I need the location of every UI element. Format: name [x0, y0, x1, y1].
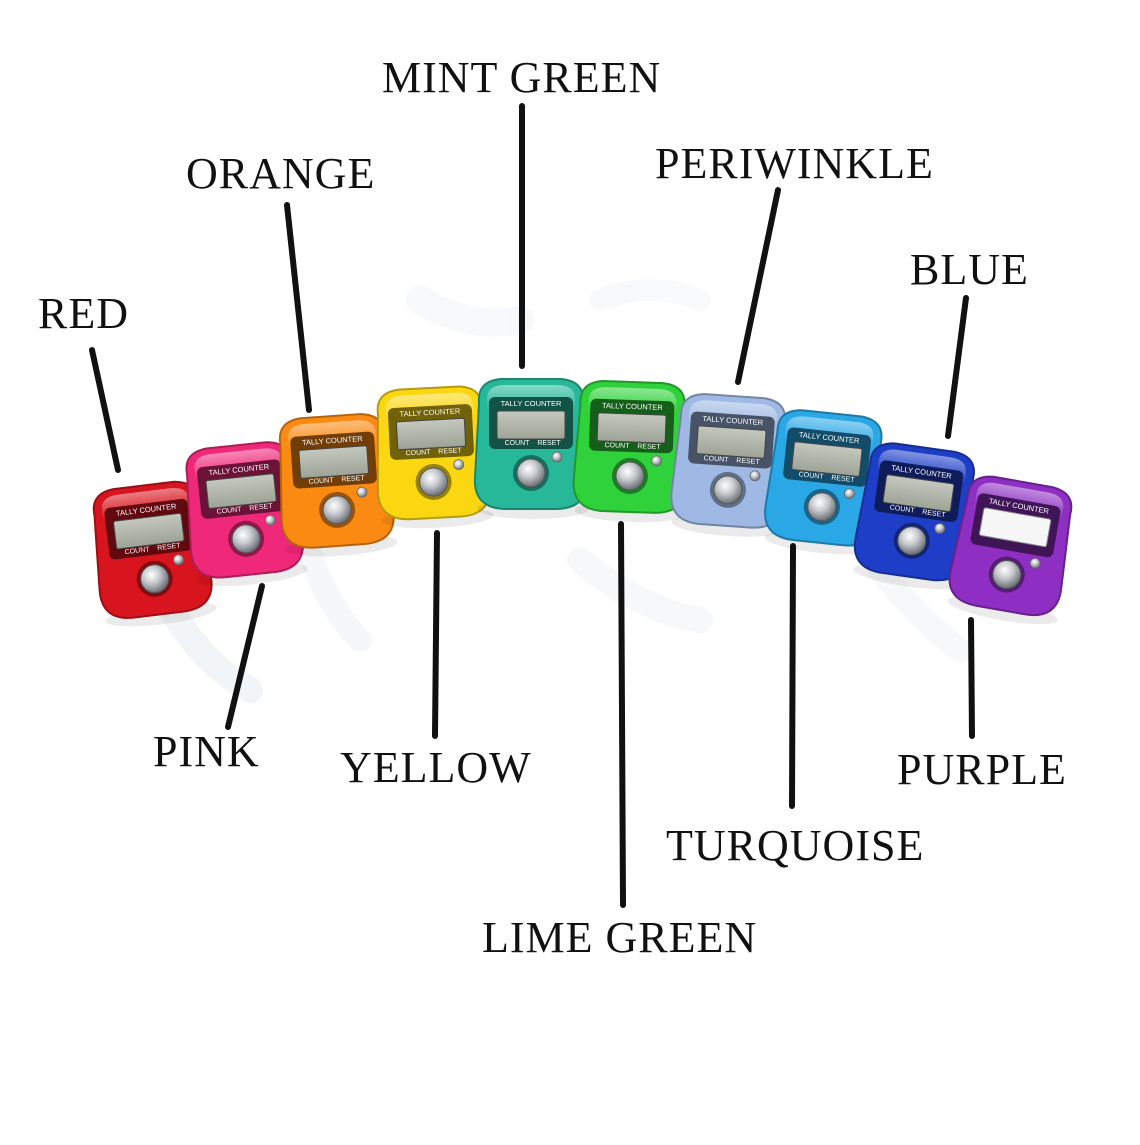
reset-text: RESET	[157, 542, 182, 552]
count-text: COUNT	[308, 477, 334, 486]
leader-line-periwinkle	[735, 187, 781, 385]
reset-text: RESET	[831, 475, 856, 484]
count-button	[897, 526, 927, 556]
reset-text: RESET	[438, 447, 462, 455]
reset-text: RESET	[341, 475, 365, 484]
brand-text: TALLY COUNTER	[302, 434, 364, 447]
reset-text: RESET	[736, 457, 760, 466]
label-orange: ORANGE	[186, 149, 376, 198]
lcd-screen	[395, 417, 467, 451]
leader-line-red	[89, 347, 121, 473]
brand-text: TALLY COUNTER	[602, 401, 664, 412]
count-text: COUNT	[124, 546, 150, 556]
count-button	[140, 564, 170, 594]
count-text: COUNT	[405, 449, 431, 457]
count-text: COUNT	[703, 455, 729, 464]
count-text: COUNT	[798, 471, 824, 481]
count-text: COUNT	[889, 504, 915, 514]
lcd-screen	[882, 474, 955, 513]
reset-button	[749, 470, 761, 482]
reset-button	[651, 455, 662, 467]
label-periwinkle: PERIWINKLE	[655, 139, 934, 188]
count-button	[419, 467, 449, 497]
reset-text: RESET	[249, 503, 274, 512]
count-button	[231, 524, 261, 554]
reset-text: RESET	[537, 440, 561, 447]
lcd-screen	[695, 425, 767, 459]
counter-lime-green: TALLY COUNTER COUNT RESET	[572, 379, 687, 523]
lcd-screen	[979, 507, 1052, 548]
label-red: RED	[38, 289, 129, 338]
counter-purple: TALLY COUNTER	[947, 475, 1073, 625]
count-button	[322, 495, 352, 525]
lcd-screen	[113, 512, 185, 550]
reset-button	[934, 523, 946, 534]
count-button	[615, 461, 645, 491]
count-button	[807, 492, 837, 522]
label-turquoise: TURQUOISE	[666, 821, 925, 870]
lcd-screen	[596, 412, 667, 444]
count-button	[713, 475, 743, 505]
leader-line-purple	[968, 617, 975, 739]
count-button	[516, 458, 546, 488]
reset-button	[1029, 557, 1041, 569]
lcd-screen	[791, 441, 863, 477]
label-mint-green: MINT GREEN	[382, 53, 662, 102]
counter-periwinkle: TALLY COUNTER COUNT RESET	[670, 393, 787, 537]
label-lime-green: LIME GREEN	[482, 913, 758, 962]
count-text: COUNT	[604, 442, 630, 450]
reset-text: RESET	[922, 509, 947, 519]
counter-mint-green: TALLY COUNTER COUNT RESET	[473, 378, 589, 519]
brand-text: TALLY COUNTER	[702, 414, 764, 427]
leader-line-orange	[284, 202, 312, 413]
label-yellow: YELLOW	[340, 743, 532, 792]
lcd-screen	[298, 445, 370, 479]
count-text: COUNT	[216, 506, 242, 516]
leader-line-pink	[225, 583, 265, 730]
brand-text: TALLY COUNTER	[501, 399, 562, 408]
leader-lines	[89, 103, 975, 908]
lcd-screen	[205, 473, 277, 509]
label-blue: BLUE	[910, 245, 1029, 294]
leader-line-yellow	[432, 530, 440, 739]
reset-text: RESET	[637, 443, 661, 451]
counter-yellow: TALLY COUNTER COUNT RESET	[376, 385, 494, 529]
count-button	[992, 560, 1022, 590]
reset-button	[453, 459, 465, 471]
leader-line-turquoise	[789, 543, 796, 809]
lcd-screen	[496, 410, 566, 440]
leader-line-blue	[945, 295, 969, 439]
reset-button	[264, 514, 276, 526]
reset-button	[356, 486, 368, 498]
brand-text: TALLY COUNTER	[399, 406, 461, 418]
leader-line-lime-green	[618, 521, 626, 908]
reset-button	[551, 451, 563, 463]
count-text: COUNT	[505, 440, 531, 447]
label-purple: PURPLE	[897, 745, 1067, 794]
reset-button	[173, 554, 184, 566]
reset-button	[843, 488, 855, 500]
label-pink: PINK	[153, 727, 260, 776]
